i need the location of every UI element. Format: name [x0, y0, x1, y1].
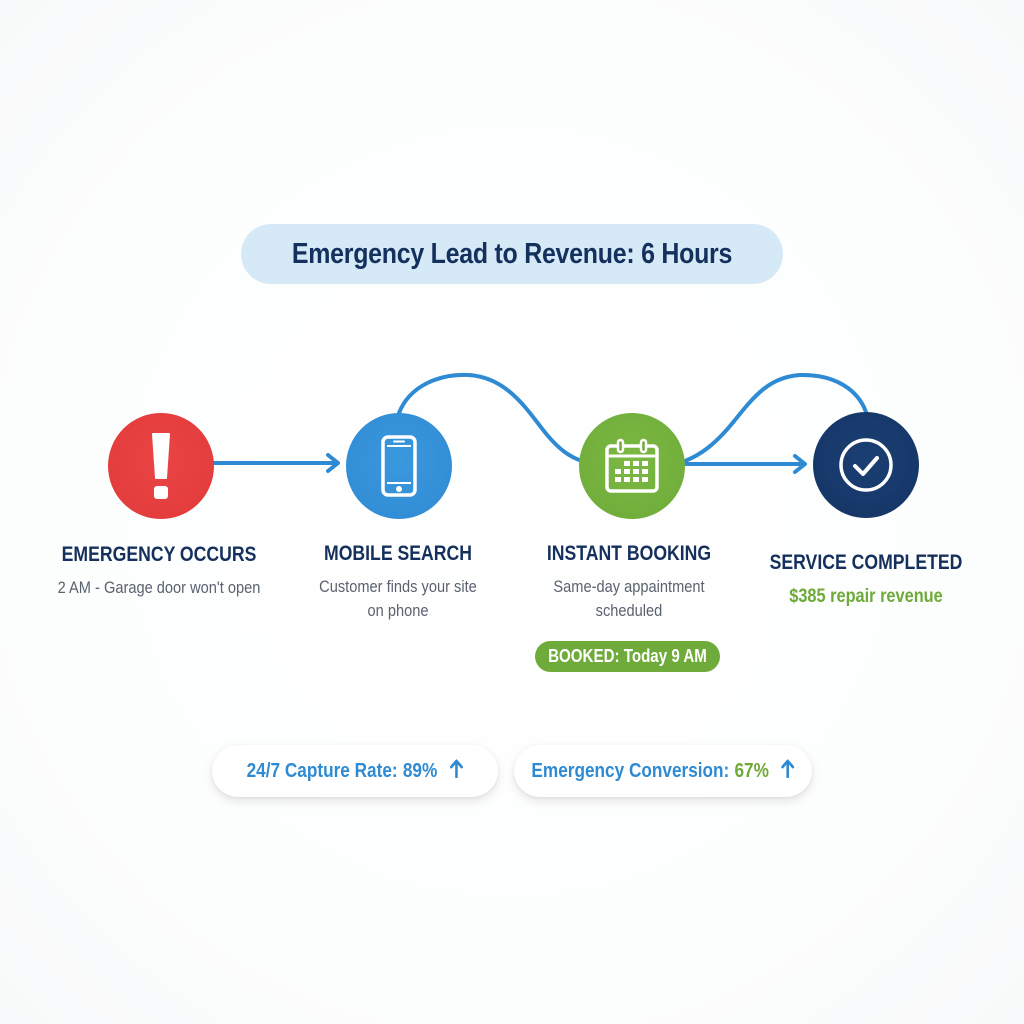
exclamation-icon: [152, 433, 170, 499]
metric-emergency-conversion: Emergency Conversion: 67%: [514, 745, 812, 797]
step-1-label: EMERGENCY OCCURS 2 AM - Garage door won'…: [29, 542, 289, 600]
check-circle-icon: [839, 438, 893, 492]
metric-label: Emergency Conversion:: [531, 759, 730, 782]
step-description: Same-day appaintment scheduled: [517, 575, 741, 623]
smartphone-icon: [381, 435, 417, 497]
step-description-line: Same-day appaintment: [553, 577, 705, 596]
revenue-amount: $385 repair revenue: [789, 586, 943, 607]
booked-status-text: BOOKED: Today 9 AM: [548, 646, 707, 666]
step-4-node: [813, 412, 919, 518]
booked-status-badge: BOOKED: Today 9 AM: [535, 641, 720, 672]
step-description: Customer finds your site on phone: [286, 575, 510, 623]
step-1-node: [108, 413, 214, 519]
step-description-line: 2 AM - Garage door won't open: [57, 578, 261, 597]
step-description: 2 AM - Garage door won't open: [47, 576, 271, 600]
title-banner: Emergency Lead to Revenue: 6 Hours: [241, 224, 783, 284]
step-description-line: scheduled: [595, 601, 663, 620]
step-2-node: [346, 413, 452, 519]
step-description-line: on phone: [367, 601, 429, 620]
arrow-connector-3: [684, 454, 807, 474]
up-arrow-icon: [449, 758, 463, 784]
step-2-label: MOBILE SEARCH Customer finds your site o…: [268, 541, 528, 623]
metric-capture-rate: 24/7 Capture Rate: 89%: [212, 745, 498, 797]
step-title: SERVICE COMPLETED: [769, 551, 963, 574]
page-title: Emergency Lead to Revenue: 6 Hours: [291, 237, 733, 270]
step-description-line: Customer finds your site: [319, 577, 477, 596]
step-4-label: SERVICE COMPLETED $385 repair revenue: [736, 550, 996, 609]
step-title: INSTANT BOOKING: [546, 542, 712, 565]
metric-label: 24/7 Capture Rate:: [246, 759, 398, 782]
step-3-node: [579, 413, 685, 519]
arrow-connector-1: [212, 453, 340, 473]
step-3-label: INSTANT BOOKING Same-day appaintment sch…: [499, 541, 759, 623]
metric-value: 67%: [734, 759, 769, 782]
calendar-icon: [605, 438, 659, 493]
step-title: MOBILE SEARCH: [324, 542, 472, 565]
up-arrow-icon: [781, 758, 795, 784]
step-title: EMERGENCY OCCURS: [61, 543, 257, 566]
metric-value: 89%: [402, 759, 438, 782]
